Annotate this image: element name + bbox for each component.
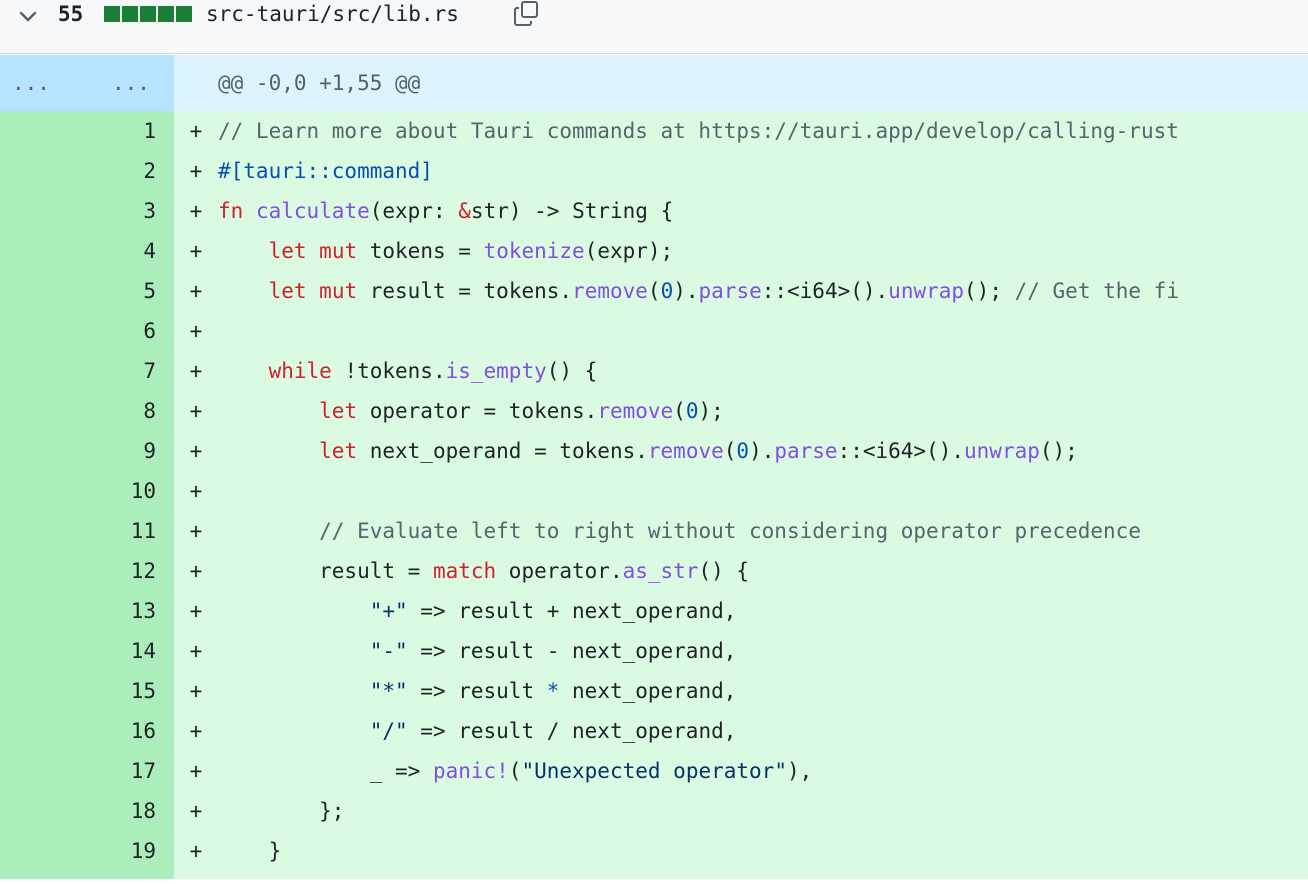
code-line: let mut result = tokens.remove(0).parse:… bbox=[268, 279, 1179, 303]
file-header: 55 src-tauri/src/lib.rs bbox=[0, 0, 1308, 54]
diff-table: ... ... @@ -0,0 +1,55 @@ 1 + // Learn more… bbox=[0, 55, 1308, 879]
line-number[interactable]: 16 bbox=[0, 711, 174, 751]
code-line: let mut tokens = tokenize(expr); bbox=[268, 239, 674, 263]
table-row: 2 + #[tauri::command] bbox=[0, 151, 1308, 191]
code-line: "-" => result - next_operand, bbox=[369, 639, 737, 663]
table-row: 8 + let operator = tokens.remove(0); bbox=[0, 391, 1308, 431]
line-number[interactable]: 2 bbox=[0, 151, 174, 191]
table-row: 1 + // Learn more about Tauri commands at … bbox=[0, 111, 1308, 151]
diff-sign: + bbox=[189, 319, 203, 343]
expand-old[interactable]: ... bbox=[12, 71, 50, 95]
table-row: 19 + } bbox=[0, 831, 1308, 871]
diff-sign: + bbox=[189, 599, 203, 623]
diff-sign: + bbox=[189, 199, 203, 223]
file-path[interactable]: src-tauri/src/lib.rs bbox=[206, 2, 459, 26]
hunk-expand-gutter[interactable]: ... ... bbox=[0, 55, 174, 111]
code-line: "*" => result * next_operand, bbox=[369, 679, 737, 703]
table-row: 11 + // Evaluate left to right without co… bbox=[0, 511, 1308, 551]
line-number[interactable]: 4 bbox=[0, 231, 174, 271]
diff-sign: + bbox=[189, 799, 203, 823]
diff-sign: + bbox=[189, 239, 203, 263]
line-number[interactable]: 7 bbox=[0, 351, 174, 391]
copy-icon bbox=[514, 1, 538, 26]
code-line bbox=[218, 471, 1308, 511]
code-line: fn calculate(expr: &str) -> String { bbox=[218, 199, 674, 223]
line-number[interactable]: 5 bbox=[0, 271, 174, 311]
table-row-partial bbox=[0, 871, 1308, 879]
diff-sign: + bbox=[189, 639, 203, 663]
diffstat-block bbox=[176, 6, 192, 22]
table-row: 17 + _ => panic!("Unexpected operator"), bbox=[0, 751, 1308, 791]
diff-sign: + bbox=[189, 119, 203, 143]
diffstat-block bbox=[140, 6, 156, 22]
code-line: } bbox=[218, 839, 282, 863]
diff-sign: + bbox=[189, 279, 203, 303]
diffstat-blocks bbox=[104, 6, 192, 22]
diff-sign: + bbox=[189, 519, 203, 543]
table-row: 14 + "-" => result - next_operand, bbox=[0, 631, 1308, 671]
diff-sign: + bbox=[189, 559, 203, 583]
line-number[interactable]: 12 bbox=[0, 551, 174, 591]
code-line: // Learn more about Tauri commands at ht… bbox=[218, 119, 1179, 143]
code-line: }; bbox=[218, 799, 345, 823]
hunk-header: @@ -0,0 +1,55 @@ bbox=[218, 71, 421, 95]
table-row: 13 + "+" => result + next_operand, bbox=[0, 591, 1308, 631]
line-number[interactable]: 13 bbox=[0, 591, 174, 631]
line-number[interactable]: 8 bbox=[0, 391, 174, 431]
table-row: 6+ bbox=[0, 311, 1308, 351]
diff-sign: + bbox=[189, 439, 203, 463]
code-line: let operator = tokens.remove(0); bbox=[319, 399, 724, 423]
code-line bbox=[218, 311, 1308, 351]
code-line: _ => panic!("Unexpected operator"), bbox=[218, 759, 813, 783]
line-number[interactable]: 11 bbox=[0, 511, 174, 551]
table-row: 3 + fn calculate(expr: &str) -> String { bbox=[0, 191, 1308, 231]
diff-sign: + bbox=[189, 359, 203, 383]
code-line: #[tauri::command] bbox=[218, 159, 433, 183]
diff-sign: + bbox=[189, 839, 203, 863]
copy-path-button[interactable] bbox=[510, 0, 544, 28]
table-row: 9 + let next_operand = tokens.remove(0).p… bbox=[0, 431, 1308, 471]
table-row: 4 + let mut tokens = tokenize(expr); bbox=[0, 231, 1308, 271]
line-number[interactable]: 19 bbox=[0, 831, 174, 871]
line-number[interactable]: 3 bbox=[0, 191, 174, 231]
table-row: 12 + result = match operator.as_str() { bbox=[0, 551, 1308, 591]
line-number[interactable]: 9 bbox=[0, 431, 174, 471]
table-row: 7 + while !tokens.is_empty() { bbox=[0, 351, 1308, 391]
code-line: "/" => result / next_operand, bbox=[369, 719, 737, 743]
code-line: // Evaluate left to right without consid… bbox=[319, 519, 1141, 543]
code-line: "+" => result + next_operand, bbox=[369, 599, 737, 623]
diff-sign: + bbox=[189, 159, 203, 183]
table-row: 5 + let mut result = tokens.remove(0).par… bbox=[0, 271, 1308, 311]
diff-sign: + bbox=[189, 679, 203, 703]
additions-count: 55 bbox=[58, 2, 84, 26]
table-row: 10 + bbox=[0, 471, 1308, 511]
diffstat-block bbox=[158, 6, 174, 22]
code-line: result = match operator.as_str() { bbox=[218, 559, 750, 583]
table-row: 15 + "*" => result * next_operand, bbox=[0, 671, 1308, 711]
diff-sign: + bbox=[189, 399, 203, 423]
table-row: 16 + "/" => result / next_operand, bbox=[0, 711, 1308, 751]
hunk-header-row: ... ... @@ -0,0 +1,55 @@ bbox=[0, 55, 1308, 111]
diff-sign: + bbox=[189, 719, 203, 743]
diff-sign: + bbox=[189, 759, 203, 783]
expand-new[interactable]: ... bbox=[112, 71, 150, 95]
diffstat-block bbox=[104, 6, 120, 22]
line-number[interactable]: 6 bbox=[0, 311, 174, 351]
table-row: 18 + }; bbox=[0, 791, 1308, 831]
line-number[interactable]: 10 bbox=[0, 471, 174, 511]
chevron-down-icon[interactable] bbox=[14, 6, 42, 28]
line-number[interactable]: 14 bbox=[0, 631, 174, 671]
line-number[interactable]: 18 bbox=[0, 791, 174, 831]
line-number[interactable]: 1 bbox=[0, 111, 174, 151]
line-number[interactable]: 17 bbox=[0, 751, 174, 791]
code-line: while !tokens.is_empty() { bbox=[268, 359, 598, 383]
diffstat-block bbox=[122, 6, 138, 22]
line-number[interactable]: 15 bbox=[0, 671, 174, 711]
diff-sign: + bbox=[189, 479, 203, 503]
code-line: let next_operand = tokens.remove(0).pars… bbox=[319, 439, 1078, 463]
